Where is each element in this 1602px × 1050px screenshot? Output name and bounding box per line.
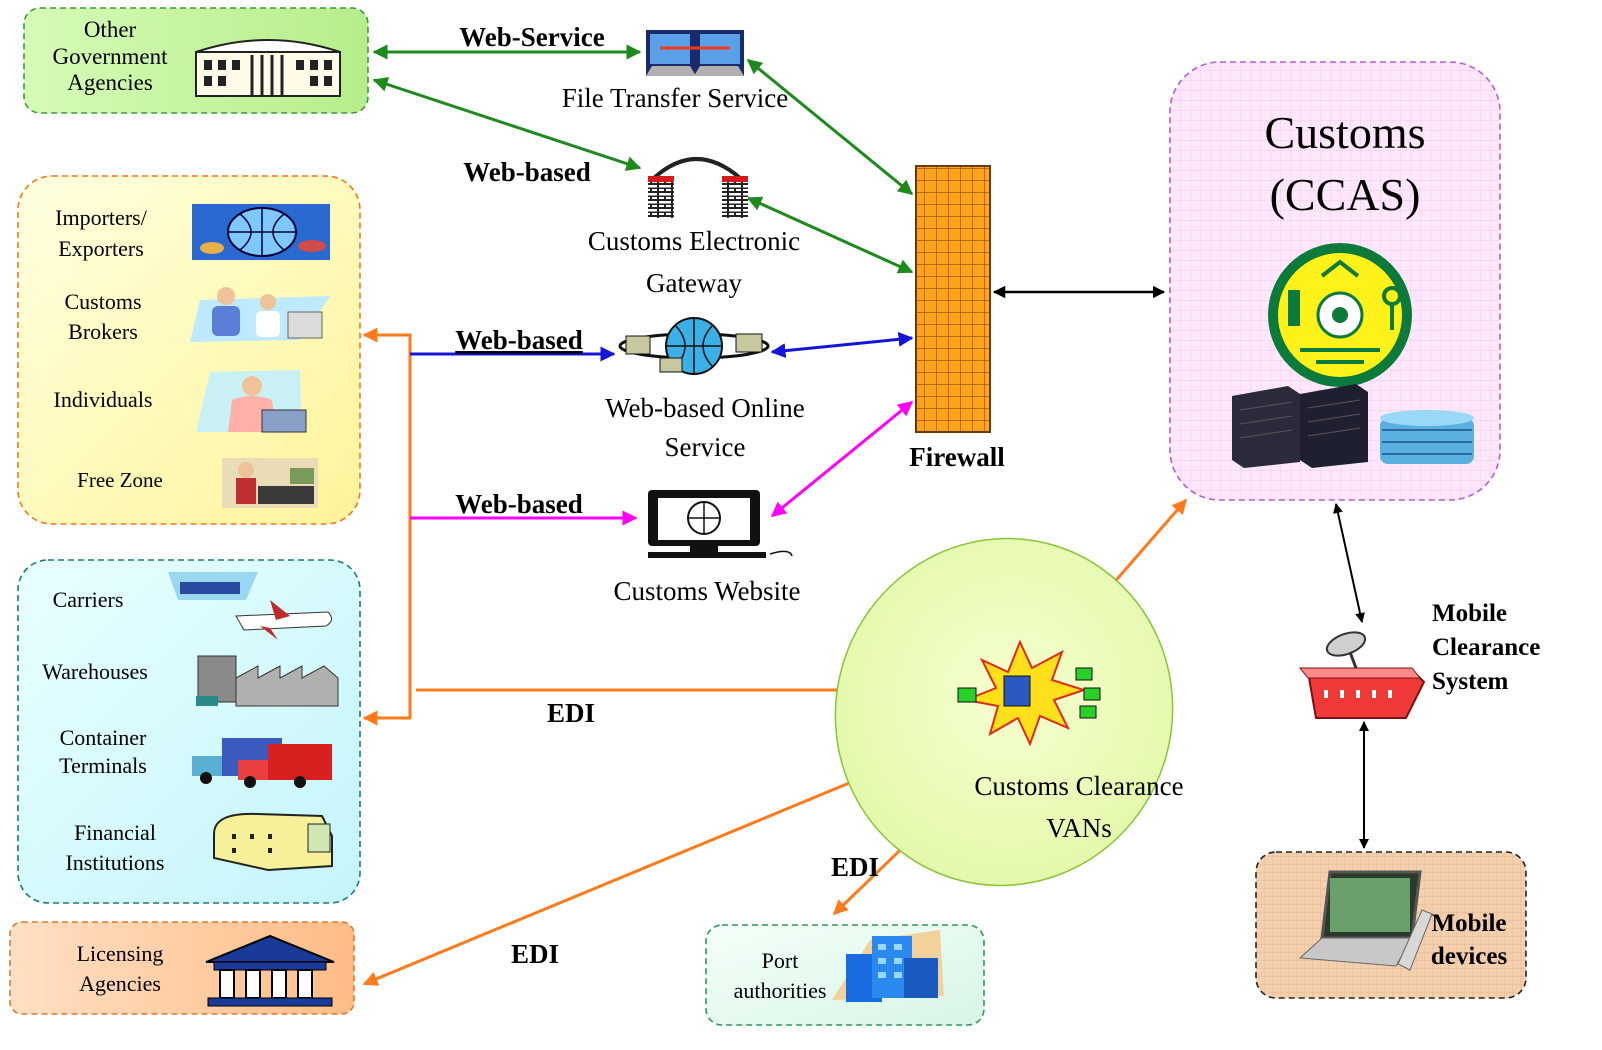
online-service-line-2: Service xyxy=(665,432,746,462)
customs-website-label: Customs Website xyxy=(613,576,800,606)
container-line-2: Terminals xyxy=(59,753,147,778)
other-gov-line-1: Other xyxy=(84,17,137,42)
globe-trade-icon xyxy=(192,204,330,260)
warehouse-icon xyxy=(196,655,339,707)
brokers-line-1: Customs xyxy=(64,289,141,314)
database-storage-icon xyxy=(1380,410,1474,464)
vans-line-2: VANs xyxy=(1046,813,1112,843)
customs-ccas-box: Customs (CCAS) xyxy=(1169,61,1501,501)
web-based-online-service-node: Web-based Online Service xyxy=(605,317,805,462)
government-building-icon xyxy=(195,39,341,97)
free-zone-clerk-icon xyxy=(222,458,318,508)
ship-plane-icon xyxy=(168,572,332,640)
network-hub-icon xyxy=(957,639,1101,747)
port-authorities-box: Port authorities xyxy=(705,924,985,1026)
customs-clearance-vans-node: Customs Clearance VANs xyxy=(834,537,1184,887)
licensing-line-2: Agencies xyxy=(79,971,161,996)
other-government-agencies-box: Other Government Agencies xyxy=(23,7,369,114)
web-based-red-label: Web-based xyxy=(455,489,583,519)
customs-emblem-icon xyxy=(1268,243,1412,387)
other-gov-line-3: Agencies xyxy=(67,70,153,95)
financial-line-2: Institutions xyxy=(65,850,164,875)
brokers-line-2: Brokers xyxy=(68,319,138,344)
file-transfer-service-node: File Transfer Service xyxy=(562,30,788,113)
office-buildings-icon xyxy=(832,930,944,1002)
computer-monitor-icon xyxy=(648,490,793,558)
port-line-2: authorities xyxy=(734,978,827,1003)
mobile-devices-line-2: devices xyxy=(1431,943,1508,970)
mobile-devices-box: Mobile devices xyxy=(1255,851,1527,999)
port-line-1: Port xyxy=(762,948,799,973)
free-zone-label: Free Zone xyxy=(77,468,163,492)
laptop-icon xyxy=(1298,870,1433,971)
mobile-system-line-2: Clearance xyxy=(1432,634,1540,661)
vans-line-1: Customs Clearance xyxy=(974,771,1183,801)
gateway-line-1: Customs Electronic xyxy=(588,226,800,256)
customs-electronic-gateway-node: Customs Electronic Gateway xyxy=(588,157,800,298)
web-service-label: Web-Service xyxy=(459,22,604,52)
mobile-system-line-3: System xyxy=(1432,668,1509,695)
file-transfer-icon xyxy=(646,30,744,76)
institution-building-icon xyxy=(205,934,335,1007)
gateway-icon xyxy=(648,157,748,218)
file-transfer-label: File Transfer Service xyxy=(562,83,788,113)
networked-globe-icon xyxy=(618,317,770,375)
firewall-label: Firewall xyxy=(909,442,1005,472)
container-line-1: Container xyxy=(60,725,147,750)
mobile-system-line-1: Mobile xyxy=(1432,600,1507,627)
trucks-icon xyxy=(192,738,332,788)
mobile-station-icon xyxy=(1298,631,1426,719)
financial-line-1: Financial xyxy=(74,820,156,845)
web-based-green-label: Web-based xyxy=(463,157,591,187)
individuals-label: Individuals xyxy=(54,387,153,412)
licensing-line-1: Licensing xyxy=(77,941,164,966)
web-based-blue-label: Web-based xyxy=(455,325,583,355)
traders-box: Importers/ Exporters Customs Brokers Ind… xyxy=(17,175,361,525)
server-racks-icon xyxy=(1232,384,1368,468)
firewall-node: Firewall xyxy=(909,165,1005,472)
edi-label-1: EDI xyxy=(547,698,595,728)
customs-title-line-2: (CCAS) xyxy=(1270,169,1421,220)
customs-website-node: Customs Website xyxy=(613,490,801,606)
other-gov-line-2: Government xyxy=(53,44,169,69)
mobile-devices-line-1: Mobile xyxy=(1432,910,1507,937)
online-service-line-1: Web-based Online xyxy=(605,393,805,423)
bank-vault-icon xyxy=(213,812,333,872)
importers-line-2: Exporters xyxy=(58,236,144,261)
edi-label-3: EDI xyxy=(511,939,559,969)
licensing-agencies-box: Licensing Agencies xyxy=(9,921,355,1015)
importers-line-1: Importers/ xyxy=(55,205,148,230)
gateway-line-2: Gateway xyxy=(646,268,742,298)
mobile-clearance-system-node: Mobile Clearance System xyxy=(1298,600,1540,719)
edi-label-2: EDI xyxy=(831,852,879,882)
customs-title-line-1: Customs xyxy=(1264,107,1425,158)
warehouses-label: Warehouses xyxy=(42,659,148,684)
logistics-box: Carriers Warehouses Container Terminals … xyxy=(17,559,361,904)
firewall-icon xyxy=(915,165,991,433)
carriers-label: Carriers xyxy=(53,587,124,612)
individual-laptop-icon xyxy=(196,370,307,433)
brokers-people-icon xyxy=(190,287,330,342)
